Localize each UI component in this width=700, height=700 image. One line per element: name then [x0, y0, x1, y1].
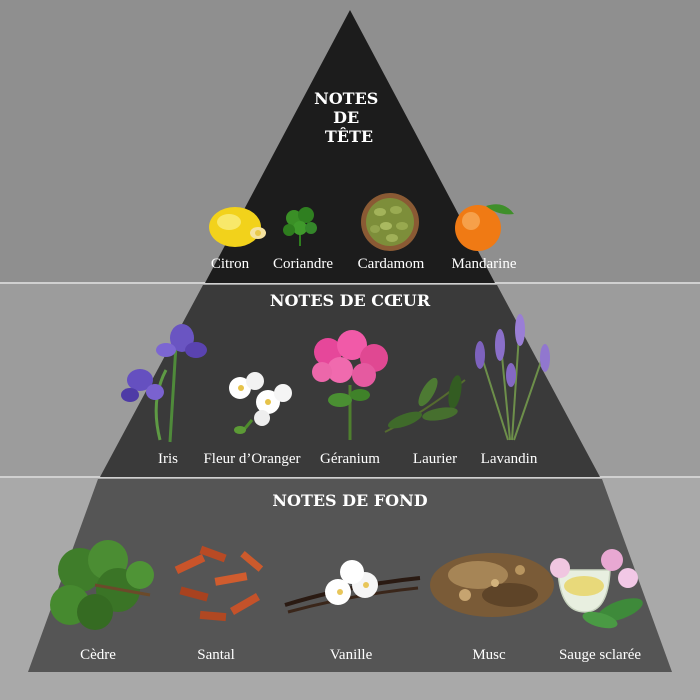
note-label-vanille: Vanille	[330, 647, 373, 663]
laurel-icon	[384, 375, 466, 433]
orange-blossom-icon	[229, 372, 292, 434]
lemon-icon	[209, 207, 266, 247]
mandarin-icon	[455, 204, 514, 251]
note-label-cardamom: Cardamom	[358, 256, 425, 272]
geranium-icon	[312, 330, 388, 440]
musk-icon	[430, 553, 554, 617]
note-label-coriandre: Coriandre	[273, 256, 333, 272]
coriander-icon	[283, 207, 317, 246]
cardamom-icon	[361, 193, 419, 251]
note-label-geranium: Géranium	[320, 451, 380, 467]
note-label-cedre: Cèdre	[80, 647, 116, 663]
pyramid-tier-top	[205, 10, 495, 283]
note-label-musc: Musc	[472, 647, 506, 663]
note-label-laurier: Laurier	[413, 451, 457, 467]
note-label-citron: Citron	[211, 256, 250, 272]
note-label-santal: Santal	[197, 647, 235, 663]
note-label-iris: Iris	[158, 451, 178, 467]
lavender-icon	[475, 314, 550, 441]
clary-sage-icon	[550, 549, 643, 629]
tier-title-middle: NOTES DE CŒUR	[270, 291, 431, 310]
note-label-lavandin: Lavandin	[481, 451, 538, 467]
vanilla-icon	[284, 560, 421, 614]
sandalwood-icon	[174, 545, 264, 622]
note-label-mandarine: Mandarine	[452, 256, 517, 272]
cedar-icon	[50, 540, 154, 630]
iris-icon	[121, 324, 207, 443]
tier-title-bottom: NOTES DE FOND	[272, 491, 427, 510]
tier-title-top: NOTES DE TÊTE	[314, 89, 384, 146]
note-label-fleur-oranger: Fleur d’Oranger	[203, 451, 300, 467]
note-label-sauge-sclaree: Sauge sclarée	[559, 647, 641, 663]
pyramid-tier-middle	[100, 285, 600, 477]
